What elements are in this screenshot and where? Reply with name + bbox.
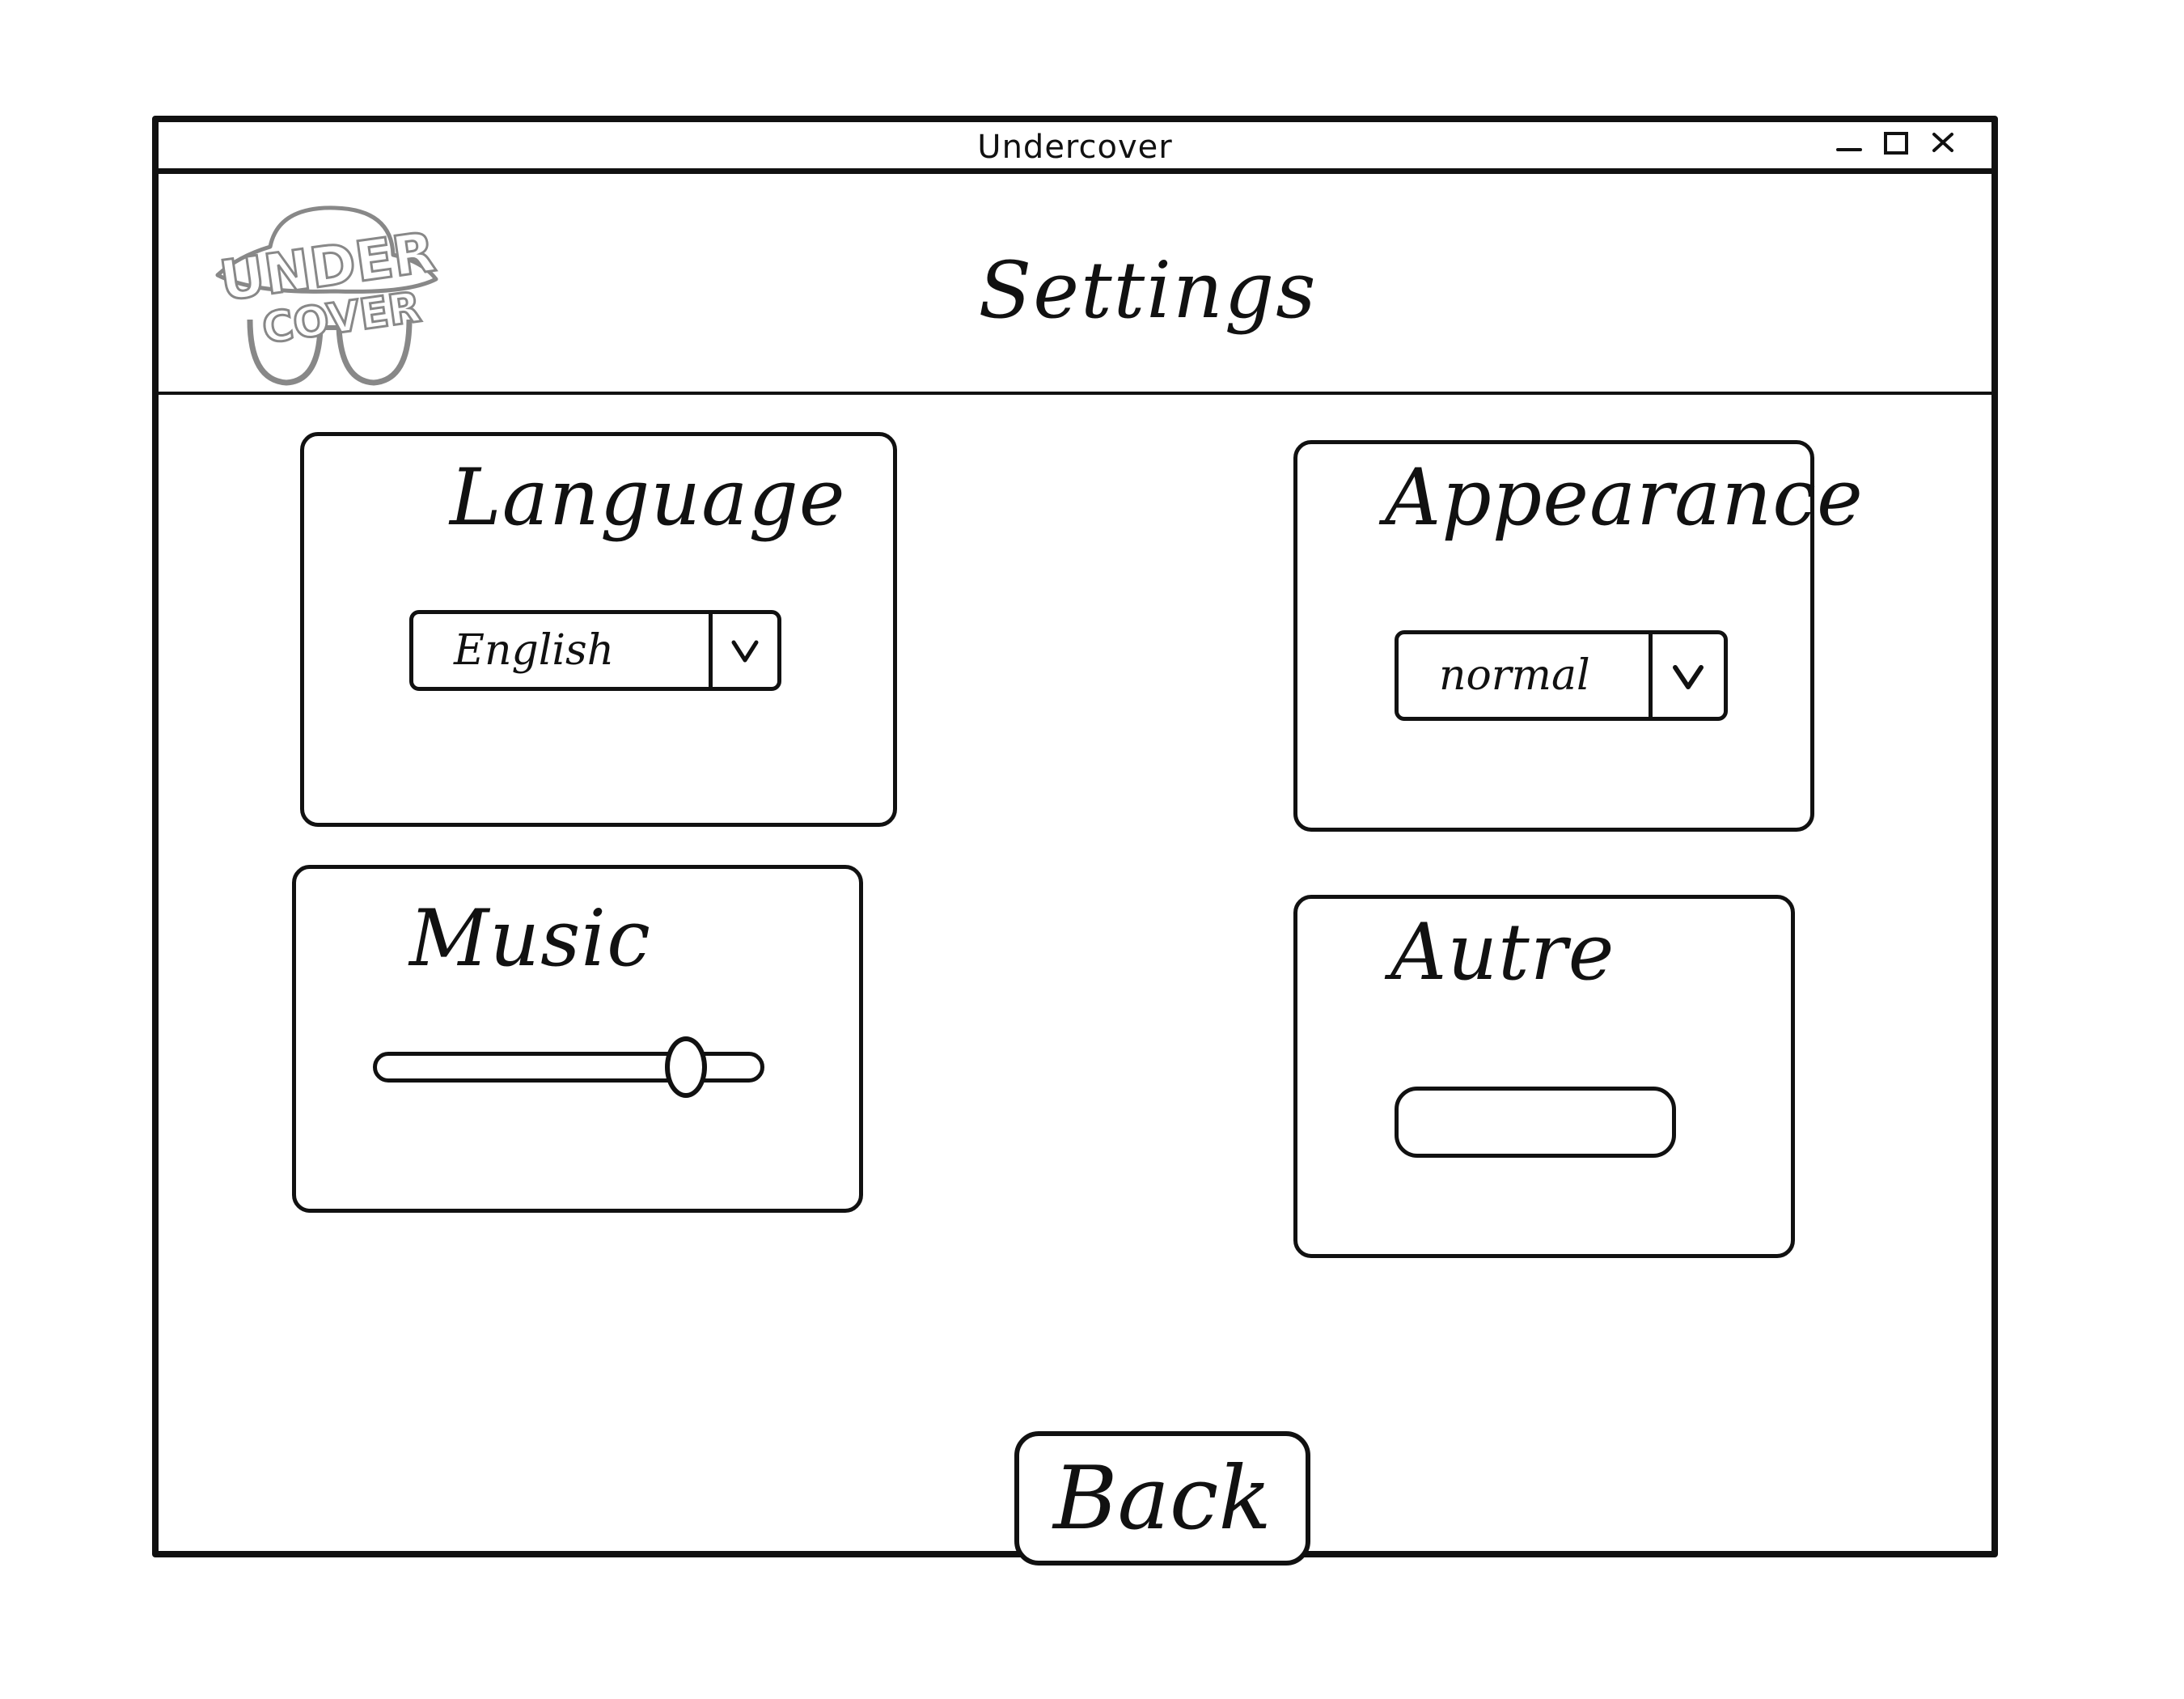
appearance-card: Appearance normal bbox=[1293, 440, 1863, 832]
window-title: Undercover bbox=[977, 129, 1173, 166]
language-select-value: English bbox=[454, 626, 615, 675]
title-bar[interactable]: Undercover bbox=[159, 122, 1991, 174]
chevron-down-icon[interactable] bbox=[1649, 634, 1724, 717]
language-select[interactable]: English bbox=[409, 610, 781, 691]
music-title: Music bbox=[409, 893, 651, 984]
language-card: Language English bbox=[300, 432, 897, 827]
back-button[interactable]: Back bbox=[1014, 1431, 1310, 1566]
close-icon[interactable] bbox=[1927, 127, 1959, 159]
page-header: UNDER COVER Settings bbox=[159, 174, 1991, 395]
app-window: Undercover UNDER COVER bbox=[152, 116, 1998, 1566]
slider-thumb[interactable] bbox=[665, 1036, 708, 1098]
chevron-down-icon[interactable] bbox=[709, 614, 777, 687]
window-controls bbox=[1833, 127, 1959, 159]
appearance-select-value: normal bbox=[1439, 651, 1590, 700]
maximize-icon[interactable] bbox=[1880, 127, 1912, 159]
autre-card: Autre bbox=[1293, 895, 1795, 1258]
music-volume-slider[interactable] bbox=[373, 1031, 764, 1104]
music-card: Music bbox=[292, 865, 863, 1213]
autre-title: Autre bbox=[1390, 907, 1615, 998]
appearance-title: Appearance bbox=[1385, 452, 1864, 543]
autre-input[interactable] bbox=[1395, 1087, 1676, 1158]
app-logo: UNDER COVER bbox=[205, 198, 448, 392]
minimize-icon[interactable] bbox=[1833, 127, 1865, 159]
language-title: Language bbox=[450, 452, 846, 543]
appearance-select[interactable]: normal bbox=[1395, 630, 1728, 721]
page-title: Settings bbox=[978, 245, 1318, 336]
